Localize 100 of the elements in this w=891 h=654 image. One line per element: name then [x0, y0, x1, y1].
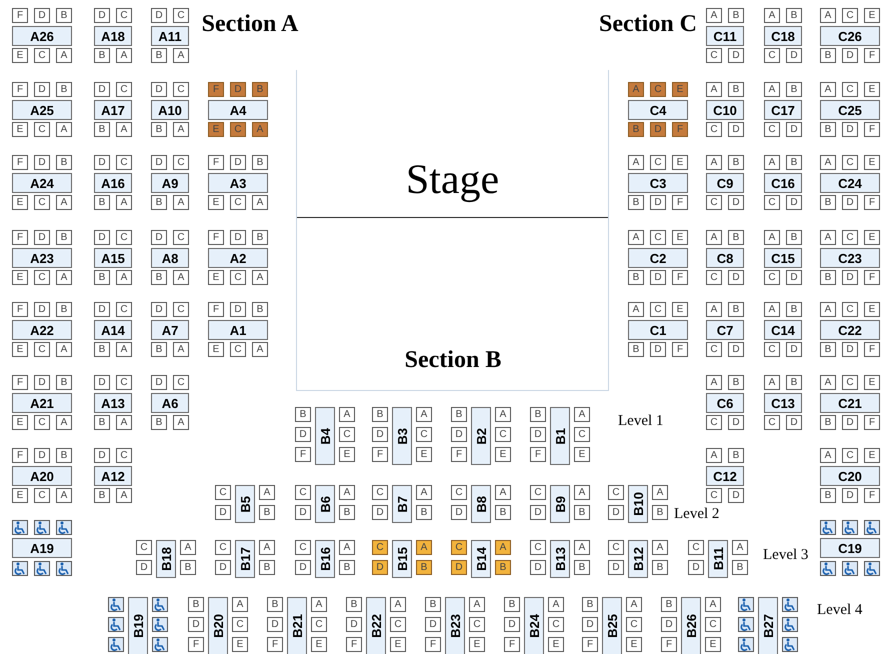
seat: A: [706, 8, 722, 23]
seat: C: [706, 122, 722, 137]
seat: F: [672, 195, 688, 210]
table-number: A21: [12, 393, 72, 413]
seat: D: [151, 8, 167, 23]
seat: F: [208, 155, 224, 170]
seat: B: [820, 195, 836, 210]
seat: D: [451, 560, 467, 575]
seat: D: [650, 195, 666, 210]
seat: D: [151, 230, 167, 245]
seat: B: [56, 155, 72, 170]
seat: F: [451, 447, 467, 462]
seat: E: [864, 8, 880, 23]
seat: C: [764, 122, 780, 137]
seat: B: [252, 230, 268, 245]
seat: B: [151, 415, 167, 430]
seat: D: [582, 617, 598, 632]
level-label: Level 2: [674, 506, 720, 523]
seat: D: [728, 342, 744, 357]
seat: E: [12, 488, 28, 503]
table-number: B15: [392, 540, 412, 578]
seat: E: [232, 637, 248, 652]
seat: B: [94, 122, 110, 137]
seat: F: [12, 8, 28, 23]
table-number: A15: [94, 248, 132, 268]
seat: D: [728, 48, 744, 63]
seat: B: [151, 195, 167, 210]
seat: A: [173, 342, 189, 357]
seat: C: [34, 415, 50, 430]
seat: B: [259, 560, 275, 575]
seat: B: [728, 155, 744, 170]
seat: D: [34, 155, 50, 170]
table-number: B14: [471, 540, 491, 578]
seat: A: [820, 375, 836, 390]
seat: A: [390, 597, 406, 612]
seat: D: [136, 560, 152, 575]
seat: C: [842, 155, 858, 170]
table-number: B4: [315, 407, 335, 465]
seat: A: [820, 155, 836, 170]
seat: D: [372, 560, 388, 575]
seat: E: [672, 302, 688, 317]
seat: C: [116, 8, 132, 23]
seat: B: [372, 407, 388, 422]
table-number: C9: [706, 173, 744, 193]
seat: E: [626, 637, 642, 652]
seat: A: [652, 540, 668, 555]
seat: C: [608, 540, 624, 555]
seat: C: [706, 415, 722, 430]
seat: A: [416, 540, 432, 555]
seat: C: [706, 48, 722, 63]
table-number: A23: [12, 248, 72, 268]
seat: E: [208, 195, 224, 210]
table-number: C4: [628, 100, 688, 120]
seat: C: [295, 485, 311, 500]
seat: B: [267, 597, 283, 612]
seat: F: [295, 447, 311, 462]
seat: A: [56, 48, 72, 63]
seat: A: [628, 302, 644, 317]
table-number: B21: [287, 597, 307, 654]
table-number: B26: [681, 597, 701, 654]
seat: D: [728, 270, 744, 285]
seat: C: [372, 485, 388, 500]
seat: B: [56, 8, 72, 23]
seat: B: [786, 230, 802, 245]
section-heading: Section B: [404, 346, 502, 374]
table-number: A24: [12, 173, 72, 193]
seat: E: [864, 82, 880, 97]
seat: A: [628, 230, 644, 245]
seat: F: [208, 302, 224, 317]
seat: B: [728, 375, 744, 390]
seat: D: [530, 427, 546, 442]
table-number: C1: [628, 320, 688, 340]
table-number: A18: [94, 26, 132, 46]
seat: C: [842, 82, 858, 97]
seat: F: [12, 302, 28, 317]
seat: C: [34, 270, 50, 285]
seat: E: [12, 195, 28, 210]
table-number: C20: [820, 466, 880, 486]
seat: B: [574, 505, 590, 520]
seat: A: [706, 448, 722, 463]
level-label: Level 3: [763, 547, 808, 564]
table-number: A9: [151, 173, 189, 193]
seat: A: [764, 302, 780, 317]
seat: B: [786, 155, 802, 170]
seat: E: [12, 122, 28, 137]
seat: D: [530, 505, 546, 520]
seat: E: [12, 48, 28, 63]
seat: C: [764, 342, 780, 357]
seat: A: [56, 195, 72, 210]
seat: A: [116, 48, 132, 63]
seat: C: [495, 427, 511, 442]
seat: E: [12, 270, 28, 285]
seat: B: [820, 342, 836, 357]
seat: B: [339, 505, 355, 520]
seat: B: [661, 597, 677, 612]
seat: D: [94, 302, 110, 317]
table-number: B17: [235, 540, 255, 578]
seat: D: [425, 617, 441, 632]
table-number: A10: [151, 100, 189, 120]
seat: E: [864, 302, 880, 317]
